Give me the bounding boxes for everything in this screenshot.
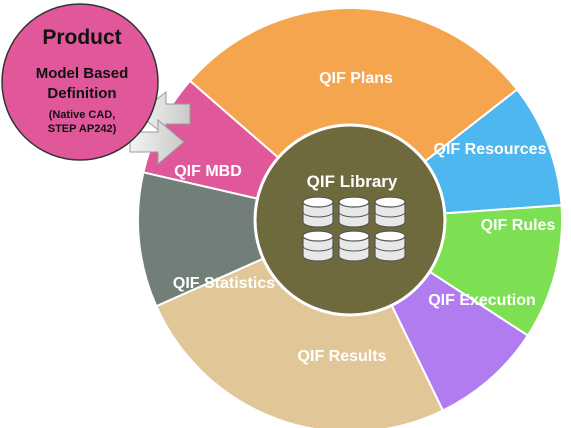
hub-title: QIF Library: [307, 172, 398, 191]
product-line1: Model Based: [36, 65, 129, 82]
database-icon-group: [302, 196, 406, 262]
label-results: QIF Results: [298, 348, 387, 365]
product-line3: (Native CAD,: [49, 109, 116, 121]
product-circle[interactable]: [1, 3, 159, 161]
label-resources: QIF Resources: [434, 141, 547, 158]
product-title: Product: [42, 26, 121, 49]
product-line4: STEP AP242): [48, 123, 117, 135]
database-icon: [302, 230, 334, 262]
segment-statistics[interactable]: [136, 171, 354, 308]
database-icon: [374, 196, 406, 228]
label-mbd: QIF MBD: [174, 163, 242, 180]
segment-plans[interactable]: [188, 6, 519, 222]
label-rules: QIF Rules: [481, 217, 556, 234]
label-statistics: QIF Statistics: [173, 275, 275, 292]
database-icon: [302, 196, 406, 262]
database-icon: [302, 196, 334, 228]
arrow-to-product-icon: [137, 90, 191, 138]
database-icon: [338, 230, 370, 262]
arrow-to-wheel-icon: [129, 118, 185, 166]
product-line2: Definition: [47, 85, 116, 102]
label-plans: QIF Plans: [319, 70, 393, 87]
database-icon: [374, 230, 406, 262]
database-icon: [338, 196, 370, 228]
label-execution: QIF Execution: [428, 292, 536, 309]
